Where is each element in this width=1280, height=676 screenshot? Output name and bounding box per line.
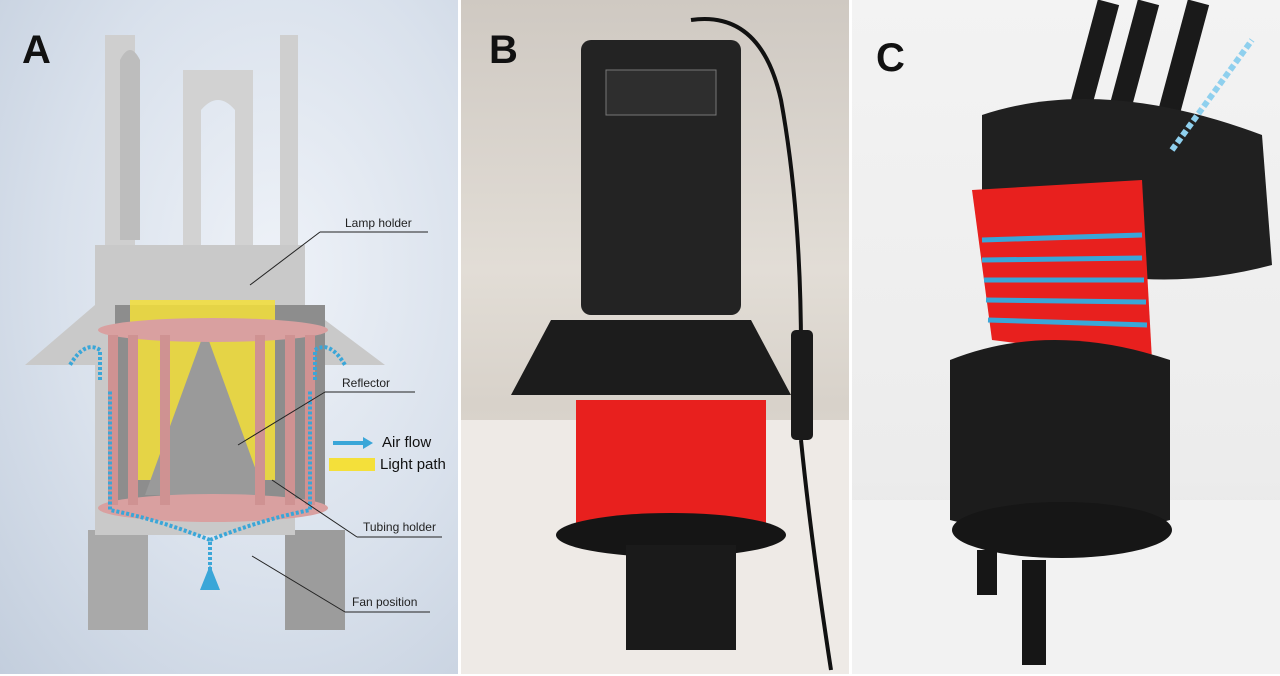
air-flow-arrows <box>68 345 347 590</box>
base-ring <box>952 502 1172 558</box>
label-fan-position: Fan position <box>352 595 418 609</box>
holder-prongs-top <box>1069 0 1210 122</box>
disassembled-reactor-photo <box>852 0 1280 674</box>
fan-housing <box>626 545 736 650</box>
reflector-cone <box>145 330 265 495</box>
panel-letter-b: B <box>489 28 518 72</box>
leg-right <box>285 530 345 630</box>
panel-letter-a: A <box>22 28 51 72</box>
leader-lines <box>237 231 442 613</box>
tubing-holder-top <box>98 318 328 342</box>
label-lamp-holder: Lamp holder <box>345 216 412 230</box>
power-cable <box>690 17 803 351</box>
leg-left <box>88 530 148 630</box>
panel-a-render: A Lamp holder Reflector Tubing holder Fa… <box>0 0 458 674</box>
tubing-holder-rods <box>108 335 315 505</box>
label-reflector: Reflector <box>342 376 391 390</box>
panel-letter-c: C <box>876 36 905 80</box>
reactor-cross-section <box>25 35 442 630</box>
base-cylinder <box>950 340 1170 535</box>
lamp-holder-cone <box>511 320 791 395</box>
legend-air-flow: Air flow <box>382 434 432 451</box>
tubing-inlet <box>1169 38 1255 152</box>
light-path-legend-swatch <box>329 458 375 471</box>
panel-c-photo: C <box>852 0 1280 674</box>
red-cylinder <box>576 400 766 530</box>
tubing-holder-bottom <box>98 494 328 522</box>
assembled-reactor-photo <box>461 17 849 674</box>
legend-light-path: Light path <box>380 456 446 473</box>
panel-b-photo: B <box>461 0 849 674</box>
tubing-coil <box>981 232 1148 328</box>
cable-connector <box>791 330 813 440</box>
center-prong <box>183 70 253 260</box>
label-tubing-holder: Tubing holder <box>363 520 436 534</box>
tubing-holder-red <box>972 180 1152 360</box>
